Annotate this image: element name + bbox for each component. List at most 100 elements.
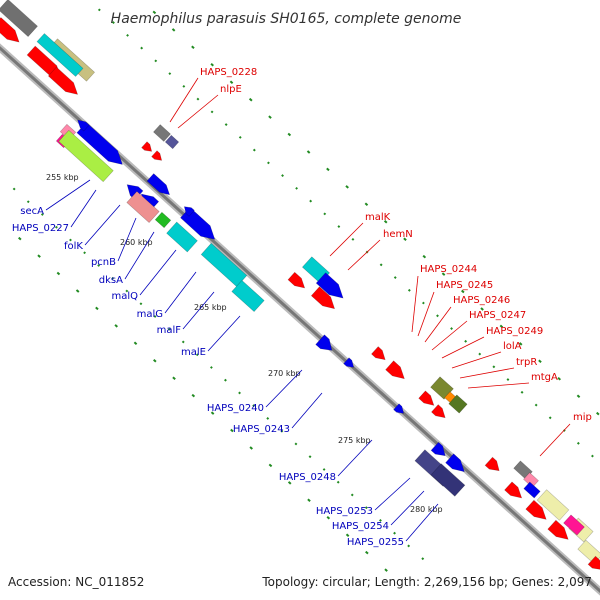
gc-dot: [140, 46, 144, 50]
gc-dot: [126, 33, 129, 37]
gene-label: HAPS_0255: [347, 537, 404, 548]
gc-dot: [393, 531, 396, 535]
gc-dot: [345, 185, 349, 189]
gc-dot: [172, 376, 176, 380]
leader-line: [467, 382, 530, 389]
gc-dot: [294, 442, 298, 446]
gc-dot: [464, 339, 468, 343]
gene-feature: [385, 360, 405, 380]
tick-label: 280 kbp: [410, 505, 443, 514]
gc-dot: [364, 506, 368, 510]
gene-label: mtgA: [531, 372, 558, 383]
gene-feature: [563, 514, 585, 536]
gc-dot: [407, 288, 411, 292]
leader-line: [124, 231, 155, 280]
gene-feature: [36, 33, 84, 77]
gc-dot: [407, 544, 411, 548]
gc-dot: [379, 519, 382, 522]
gc-dot: [210, 366, 213, 369]
leader-line: [390, 490, 425, 526]
leader-line: [265, 369, 303, 408]
gc-dot: [238, 391, 241, 395]
gc-dot: [196, 97, 200, 101]
tick-label: 260 kbp: [120, 238, 153, 247]
gc-dot: [229, 80, 234, 84]
gc-dot: [350, 493, 354, 497]
gc-dot: [125, 289, 129, 293]
gc-dot: [307, 498, 311, 503]
gene-label: lolA: [503, 341, 522, 352]
gene-label: HAPS_0243: [233, 424, 290, 435]
gc-dot: [422, 254, 427, 259]
gene-label: malK: [365, 212, 391, 223]
gene-feature: [430, 463, 466, 497]
gc-dot: [152, 10, 157, 15]
gene-feature: [315, 334, 333, 351]
gc-dot: [97, 8, 101, 12]
gc-dot: [114, 324, 118, 328]
gc-dot: [591, 454, 594, 458]
tick-label: 265 kbp: [194, 303, 227, 312]
gene-label: HAPS_0240: [207, 403, 264, 414]
gc-dot: [384, 568, 388, 572]
map-title: Haemophilus parasuis SH0165, complete ge…: [111, 11, 462, 27]
gc-dot: [326, 515, 331, 520]
gene-label: malG: [137, 309, 163, 320]
gc-dot: [268, 463, 273, 468]
gc-dot: [267, 161, 270, 165]
gene-feature: [154, 211, 172, 229]
gene-label: HAPS_0247: [469, 310, 526, 321]
gc-dot: [12, 187, 16, 191]
gene-label: dksA: [99, 275, 123, 286]
gene-feature: [0, 0, 38, 38]
gc-dot: [224, 123, 228, 127]
gc-dot: [55, 225, 58, 229]
leader-line: [164, 271, 197, 314]
leader-line: [117, 217, 137, 262]
leader-line: [405, 503, 439, 542]
tick-label: 255 kbp: [46, 173, 79, 182]
gene-features: [0, 0, 600, 570]
gene-feature: [448, 394, 468, 414]
gc-dot: [112, 21, 115, 25]
gc-dot: [480, 307, 484, 311]
gene-feature: [153, 124, 171, 142]
gc-dot: [499, 324, 504, 329]
gc-dot: [323, 212, 327, 216]
gene-feature: [484, 456, 500, 472]
gc-dot: [450, 327, 453, 330]
gc-dot: [69, 238, 72, 242]
reverse-gene-labels: secA HAPS_0227 folK pcnB dksA malQ malG …: [12, 206, 404, 548]
leader-line: [451, 351, 502, 369]
leader-line: [431, 320, 468, 351]
gene-feature: [200, 242, 248, 288]
gene-label: folK: [64, 241, 83, 252]
gene-label: mip: [573, 412, 592, 423]
tick-label: 270 kbp: [268, 369, 301, 378]
gc-dot: [576, 441, 580, 445]
gc-dot: [336, 480, 340, 484]
gene-feature: [0, 17, 20, 43]
gene-label: secA: [20, 206, 44, 217]
gc-dot: [557, 376, 561, 381]
gene-feature: [547, 519, 569, 540]
leader-line: [70, 189, 97, 228]
gene-feature: [183, 206, 195, 217]
gene-label: HAPS_0249: [486, 326, 543, 337]
leader-line: [539, 423, 571, 457]
gc-dot: [266, 417, 270, 420]
gc-dot: [538, 359, 542, 364]
gc-dot: [281, 174, 284, 178]
gc-dots: [12, 8, 600, 572]
gc-dot: [326, 167, 330, 172]
leader-line: [374, 477, 411, 511]
leader-line: [139, 249, 177, 296]
gene-label: pcnB: [91, 257, 116, 268]
gc-dot: [210, 411, 215, 415]
leader-line: [329, 222, 364, 257]
gc-dot: [268, 115, 272, 119]
leader-line: [45, 179, 91, 211]
gc-dot: [436, 314, 439, 318]
gc-dot: [421, 557, 425, 561]
